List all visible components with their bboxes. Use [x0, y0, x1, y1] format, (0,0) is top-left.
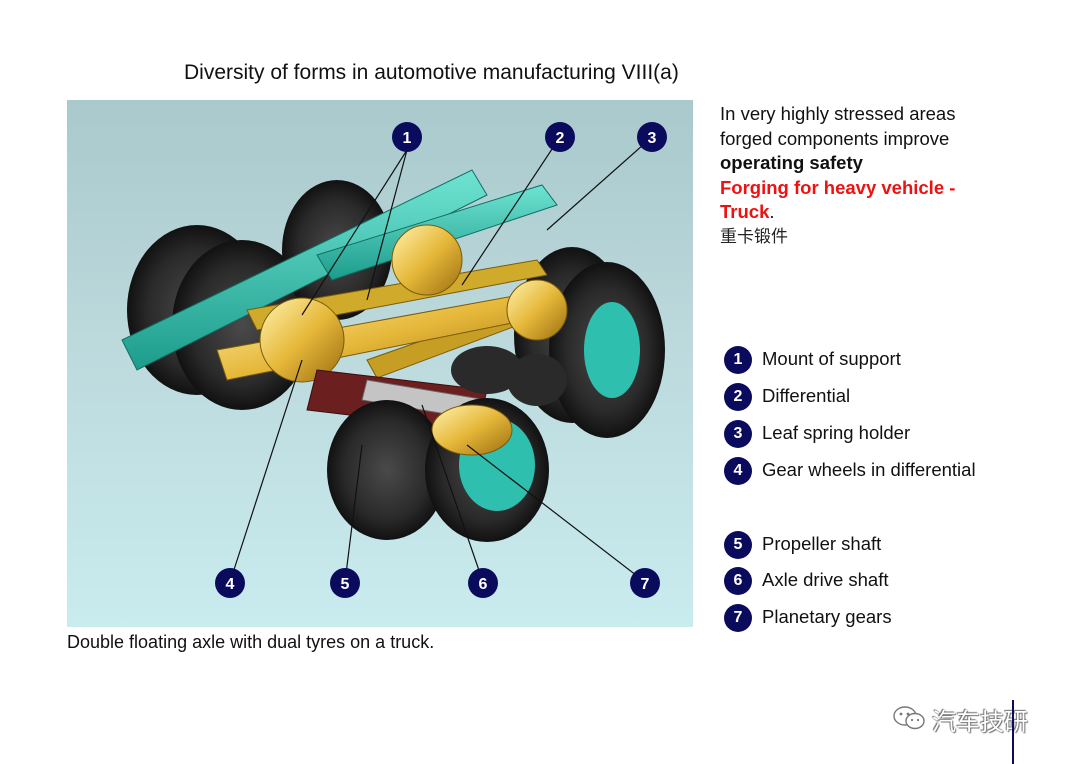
intro-period: .: [769, 201, 775, 222]
intro-red-line-2: Truck: [720, 201, 770, 222]
wechat-icon: [893, 706, 925, 730]
legend-label: Gear wheels in differential: [762, 459, 976, 480]
legend-item: 5 Propeller shaft: [724, 531, 1044, 559]
legend-item: 2 Differential: [724, 383, 1044, 411]
planetary-hub: [431, 404, 513, 456]
legend-label: Planetary gears: [762, 606, 892, 627]
differential-front: [391, 224, 463, 296]
intro-bold-line: operating safety: [720, 152, 863, 173]
legend-number: 4: [724, 457, 752, 485]
legend-number: 1: [724, 346, 752, 374]
callout-2: 2: [545, 122, 575, 152]
legend-number: 2: [724, 383, 752, 411]
tyre-front-left: [327, 400, 447, 540]
legend-label: Differential: [762, 385, 851, 406]
legend-number: 3: [724, 420, 752, 448]
legend-item: 7 Planetary gears: [724, 604, 1044, 632]
truck-axle-illustration: 1 2 3 4 5 6 7: [67, 100, 693, 627]
svg-text:4: 4: [226, 576, 235, 593]
legend-item: 1 Mount of support: [724, 346, 1044, 374]
tyre-mid-2: [507, 354, 567, 406]
divider-line: [1012, 700, 1014, 764]
svg-text:7: 7: [641, 576, 650, 593]
intro-text: In very highly stressed areas forged com…: [720, 102, 1020, 249]
legend-label: Leaf spring holder: [762, 422, 911, 443]
svg-text:6: 6: [479, 576, 488, 593]
tyre-mid: [451, 346, 523, 394]
leader-lines: [229, 136, 653, 583]
callout-6: 6: [468, 568, 498, 598]
legend-item: 3 Leaf spring holder: [724, 420, 1044, 448]
legend-number: 7: [724, 604, 752, 632]
callout-4: 4: [215, 568, 245, 598]
svg-text:2: 2: [556, 130, 565, 147]
watermark: 汽车技研: [892, 700, 1052, 736]
callout-3: 3: [637, 122, 667, 152]
svg-text:1: 1: [403, 130, 412, 147]
axle-drawing: 1 2 3 4 5 6 7: [121, 122, 667, 598]
legend-label: Axle drive shaft: [762, 569, 889, 590]
wheel-hub-gold: [506, 279, 568, 341]
hub-right: [584, 302, 640, 398]
legend-label: Mount of support: [762, 348, 901, 369]
callout-7: 7: [630, 568, 660, 598]
svg-text:5: 5: [341, 576, 350, 593]
differential-rear: [259, 297, 345, 383]
svg-text:3: 3: [648, 130, 657, 147]
legend-number: 6: [724, 567, 752, 595]
legend-item: 4 Gear wheels in differential: [724, 457, 1044, 485]
callout-1: 1: [392, 122, 422, 152]
callout-5: 5: [330, 568, 360, 598]
legend-label: Propeller shaft: [762, 533, 882, 554]
intro-line-2: forged components improve: [720, 127, 950, 149]
page-title: Diversity of forms in automotive manufac…: [184, 61, 679, 84]
legend-number: 5: [724, 531, 752, 559]
legend-item: 6 Axle drive shaft: [724, 567, 1044, 595]
intro-red-line-1: Forging for heavy vehicle -: [720, 176, 956, 198]
intro-line-1: In very highly stressed areas: [720, 103, 956, 124]
figure-caption: Double floating axle with dual tyres on …: [67, 632, 435, 652]
intro-chinese: 重卡锻件: [720, 226, 788, 247]
frame-rail-left: [121, 169, 488, 371]
